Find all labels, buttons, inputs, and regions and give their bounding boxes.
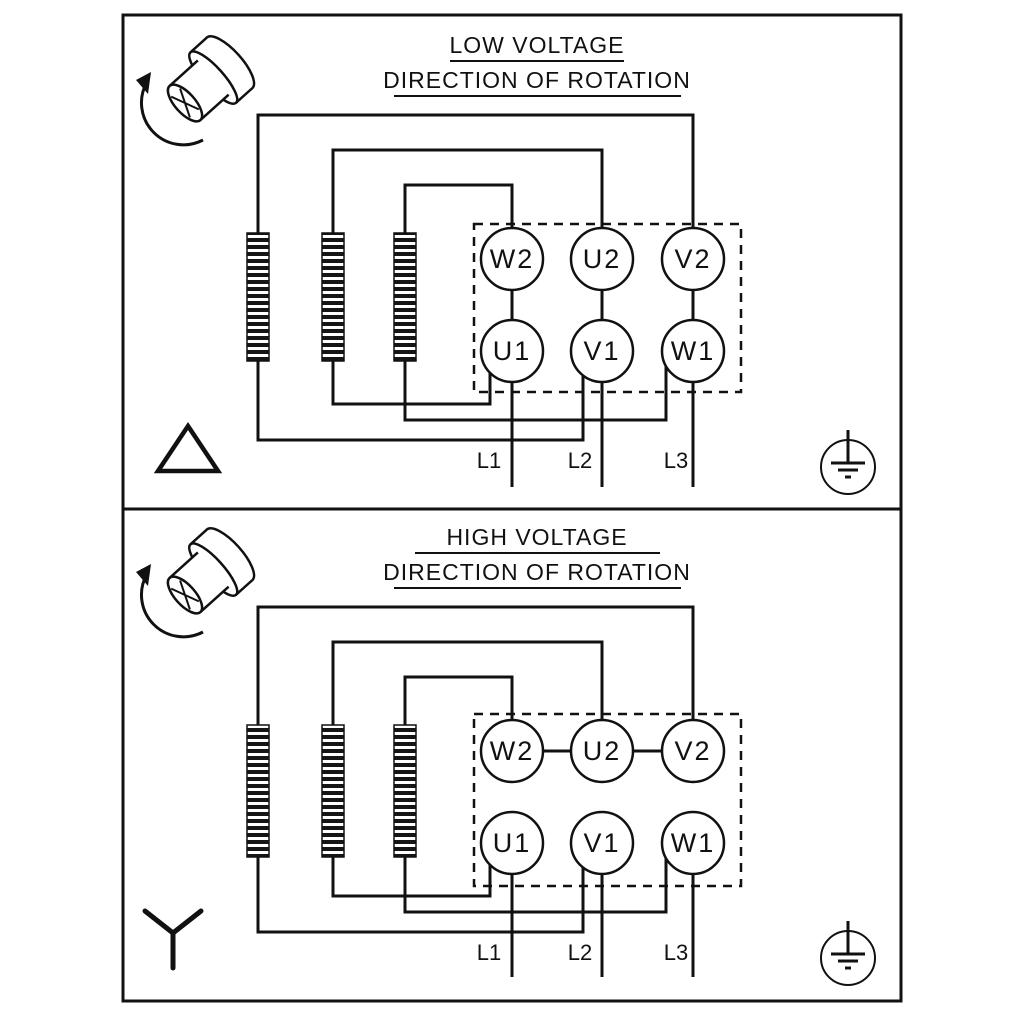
- winding-coil-3: [393, 232, 417, 362]
- winding-coil-2: [321, 724, 345, 858]
- winding-coil-3: [393, 724, 417, 858]
- star-connection-icon: [142, 908, 204, 971]
- terminal-w1: W1: [660, 810, 726, 876]
- wire-coil3-to-w1: [403, 361, 668, 422]
- terminal-u2-label: U2: [583, 736, 622, 766]
- terminal-u2: U2: [569, 226, 635, 292]
- winding-coil-2: [321, 232, 345, 362]
- terminal-w2-label: W2: [490, 736, 535, 766]
- wire-coil2-to-u2: [331, 148, 604, 233]
- label-l3: L3: [664, 940, 688, 965]
- panel-subtitle: DIRECTION OF ROTATION: [383, 559, 691, 585]
- rotation-arrow-arc: [139, 81, 204, 147]
- wire-coil3-to-w2: [403, 675, 514, 725]
- label-l1: L1: [477, 940, 501, 965]
- panel-high-voltage: HIGH VOLTAGE DIRECTION OF ROTATION: [121, 507, 903, 1003]
- wire-coil1-to-v1: [256, 857, 585, 934]
- panel-subtitle: DIRECTION OF ROTATION: [383, 67, 691, 93]
- terminal-w2-label: W2: [490, 244, 535, 274]
- rotation-arrowhead: [136, 72, 151, 94]
- wire-coil1-to-v1: [256, 361, 585, 442]
- terminal-w1-label: W1: [671, 336, 716, 366]
- terminal-w2: W2: [479, 226, 545, 292]
- terminal-board-outline: [472, 712, 743, 888]
- rotation-arrow-arc: [139, 573, 204, 639]
- wire-coil1-to-v2: [256, 605, 695, 725]
- terminal-w1-label: W1: [671, 828, 716, 858]
- panel-title: HIGH VOLTAGE: [446, 524, 627, 550]
- terminal-v1: V1: [569, 810, 635, 876]
- wire-coil2-to-u1: [331, 361, 492, 406]
- terminal-u1: U1: [479, 810, 545, 876]
- terminal-w1: W1: [660, 318, 726, 384]
- terminal-u1-label: U1: [493, 336, 532, 366]
- terminal-w2: W2: [479, 718, 545, 784]
- winding-coil-1: [246, 724, 270, 858]
- wire-coil2-to-u1: [331, 857, 492, 898]
- panel-border: [121, 507, 903, 1003]
- terminal-v1-label: V1: [583, 828, 620, 858]
- rotation-arrowhead: [136, 564, 151, 586]
- terminal-u1: U1: [479, 318, 545, 384]
- winding-coil-1: [246, 232, 270, 362]
- terminal-v1: V1: [569, 318, 635, 384]
- shaft-rotation-direction-icon: [136, 527, 256, 639]
- terminal-u2-label: U2: [583, 244, 622, 274]
- protective-earth-icon: [820, 921, 876, 986]
- label-l2: L2: [568, 940, 592, 965]
- protective-earth-icon: [820, 430, 876, 495]
- terminal-v2-label: V2: [674, 736, 711, 766]
- terminal-v1-label: V1: [583, 336, 620, 366]
- panel-low-voltage: LOW VOLTAGE DIRECTION OF ROTATION: [121, 13, 903, 511]
- panel-title: LOW VOLTAGE: [449, 32, 624, 58]
- label-l3: L3: [664, 448, 688, 473]
- terminal-u2: U2: [569, 718, 635, 784]
- wire-coil1-to-v2: [256, 113, 695, 233]
- terminal-u1-label: U1: [493, 828, 532, 858]
- delta-connection-icon: [153, 421, 223, 474]
- terminal-v2: V2: [660, 226, 726, 292]
- terminal-v2: V2: [660, 718, 726, 784]
- shaft-rotation-direction-icon: [136, 35, 256, 147]
- label-l2: L2: [568, 448, 592, 473]
- terminal-board-outline: [472, 222, 743, 394]
- wire-coil3-to-w2: [403, 183, 514, 233]
- terminal-v2-label: V2: [674, 244, 711, 274]
- wire-coil3-to-w1: [403, 857, 668, 914]
- shaft-cylinder: [166, 527, 256, 615]
- wire-coil2-to-u2: [331, 640, 604, 725]
- label-l1: L1: [477, 448, 501, 473]
- shaft-cylinder: [166, 35, 256, 123]
